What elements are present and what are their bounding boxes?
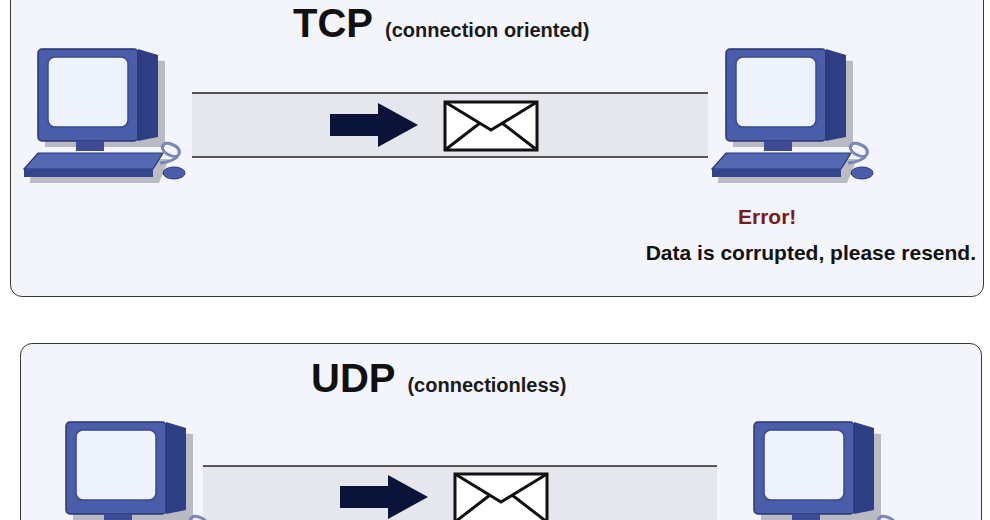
direction-arrow [340,475,428,519]
computer-icon [712,49,873,183]
envelope-icon [445,102,537,150]
error-message: Data is corrupted, please resend. [646,240,976,265]
panel-title: TCP (connection oriented) [293,1,589,45]
protocol-kind: (connection oriented) [385,19,589,41]
panel-fill [10,0,984,297]
error-label: Error! [738,204,796,229]
protocol-name: TCP [293,1,373,45]
computer-icon [24,49,185,183]
protocol-panel: UDP (connectionless) [20,343,982,520]
channel-band [203,466,717,520]
computer-icon [52,422,213,520]
envelope-icon [455,474,547,520]
channel-band [192,93,708,157]
panel-title: UDP (connectionless) [311,356,566,400]
protocol-kind: (connectionless) [407,374,566,396]
computer-icon [740,422,901,520]
direction-arrow [330,103,418,147]
protocol-name: UDP [311,356,395,400]
